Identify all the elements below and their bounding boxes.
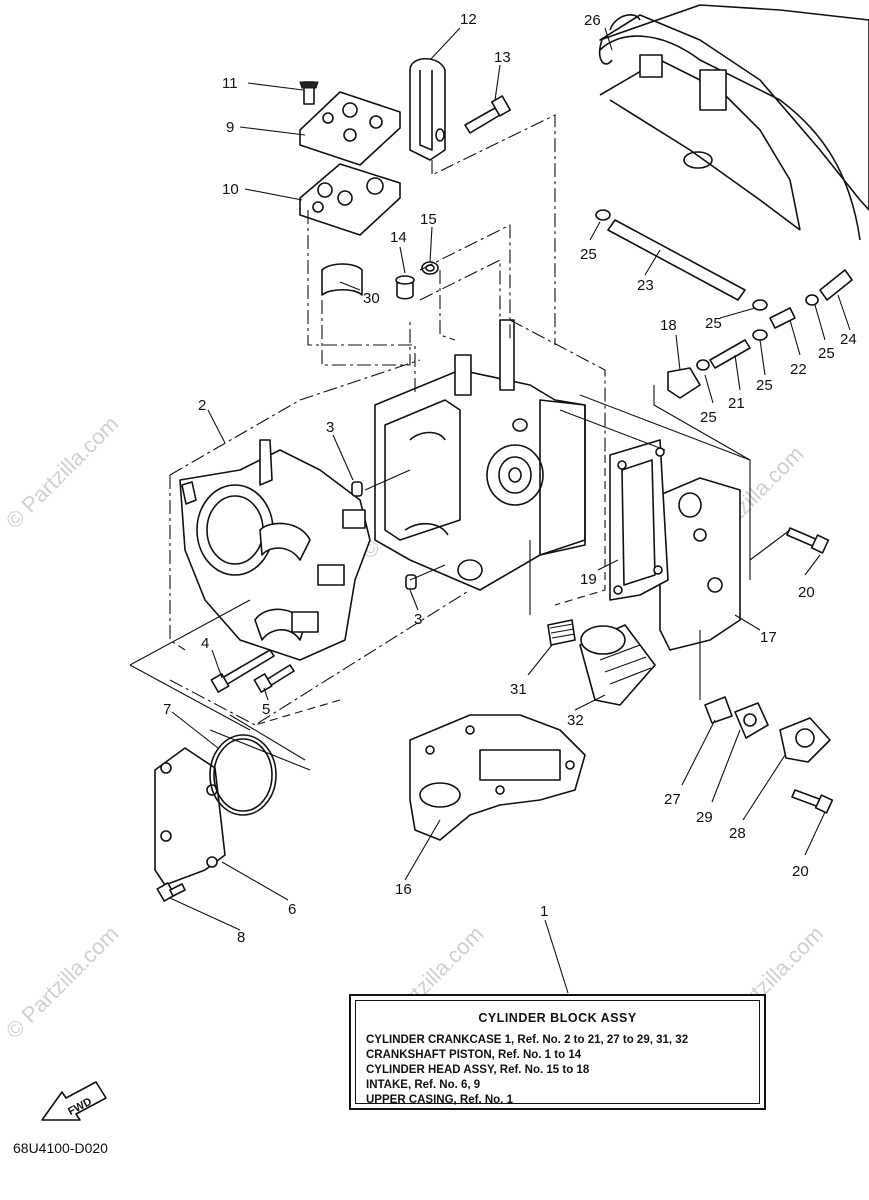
- info-line: UPPER CASING, Ref. No. 1: [366, 1094, 513, 1106]
- cylinder-head-group: [609, 439, 741, 651]
- assembly-lines: [129, 114, 791, 771]
- crankcase-bolts: [210, 649, 295, 693]
- part-label-5: 5: [262, 701, 270, 718]
- label-leaders: [169, 27, 851, 994]
- info-box-title: CYLINDER BLOCK ASSY: [478, 1011, 637, 1025]
- part-label-30: 30: [363, 290, 380, 307]
- head-bolt-20a: [786, 527, 830, 554]
- part-label-25b: 25: [705, 315, 722, 332]
- diagram-code: 68U4100-D020: [13, 1140, 108, 1156]
- plug-washer-sleeve: [321, 261, 439, 300]
- part-label-26: 26: [584, 12, 601, 29]
- intake-cover-group: [154, 734, 277, 902]
- part-label-3a: 3: [326, 419, 334, 436]
- spring-and-filter: [547, 619, 656, 706]
- part-label-20b: 20: [792, 863, 809, 880]
- part-label-23: 23: [637, 277, 654, 294]
- part-label-24: 24: [840, 331, 857, 348]
- part-label-14: 14: [390, 229, 407, 246]
- watermark: © Partzilla.com: [1, 921, 124, 1044]
- part-label-25e: 25: [700, 409, 717, 426]
- part-label-11: 11: [222, 75, 238, 92]
- part-label-6: 6: [288, 901, 296, 918]
- part-label-4: 4: [201, 635, 209, 652]
- part-label-1: 1: [540, 903, 548, 920]
- bracket-bolt-group: [409, 57, 511, 161]
- info-box-lines: CYLINDER CRANKCASE 1, Ref. No. 2 to 21, …: [366, 1033, 688, 1108]
- thermostat-group: [704, 696, 834, 814]
- cylinder-block-drawing: [374, 319, 586, 591]
- crankcase-drawing: [179, 439, 371, 661]
- part-label-2: 2: [198, 397, 206, 414]
- part-label-16: 16: [395, 881, 412, 898]
- info-line: CRANKSHAFT PISTON, Ref. No. 1 to 14: [366, 1049, 582, 1061]
- part-label-9: 9: [226, 119, 234, 136]
- part-label-17: 17: [760, 629, 777, 646]
- part-label-15: 15: [420, 211, 437, 228]
- hoses-and-joints: [595, 39, 853, 399]
- info-line: CYLINDER HEAD ASSY, Ref. No. 15 to 18: [366, 1064, 590, 1076]
- part-label-28: 28: [729, 825, 746, 842]
- part-label-3b: 3: [414, 611, 422, 628]
- info-line: INTAKE, Ref. No. 6, 9: [366, 1079, 481, 1091]
- part-label-8: 8: [237, 929, 245, 946]
- part-label-13: 13: [494, 49, 511, 66]
- part-label-20a: 20: [798, 584, 815, 601]
- upper-casing-drawing: [599, 4, 869, 241]
- base-gasket: [409, 714, 586, 841]
- dowel-pins: [351, 481, 417, 590]
- watermark: © Partzilla.com: [1, 411, 124, 534]
- part-label-12: 12: [460, 11, 477, 28]
- fwd-arrow: FWD: [41, 1081, 107, 1121]
- part-label-18: 18: [660, 317, 677, 334]
- info-box-frame: CYLINDER BLOCK ASSY CYLINDER CRANKCASE 1…: [355, 1000, 760, 1106]
- part-label-10: 10: [222, 181, 239, 198]
- assembly-info-box: CYLINDER BLOCK ASSY CYLINDER CRANKCASE 1…: [349, 994, 766, 1110]
- part-label-31: 31: [510, 681, 527, 698]
- intake-plate-group: [299, 81, 401, 236]
- part-label-25d: 25: [756, 377, 773, 394]
- part-labels: 12 13 11 9 10 14 15 30 2 3 3 4 5 7 6 8 1…: [163, 11, 857, 946]
- part-label-25a: 25: [580, 246, 597, 263]
- part-label-32: 32: [567, 712, 584, 729]
- part-label-19: 19: [580, 571, 597, 588]
- part-label-21: 21: [728, 395, 745, 412]
- part-label-7: 7: [163, 701, 171, 718]
- part-label-22: 22: [790, 361, 807, 378]
- info-line: CYLINDER CRANKCASE 1, Ref. No. 2 to 21, …: [366, 1034, 689, 1046]
- part-label-27: 27: [664, 791, 681, 808]
- part-label-25c: 25: [818, 345, 835, 362]
- part-label-29: 29: [696, 809, 713, 826]
